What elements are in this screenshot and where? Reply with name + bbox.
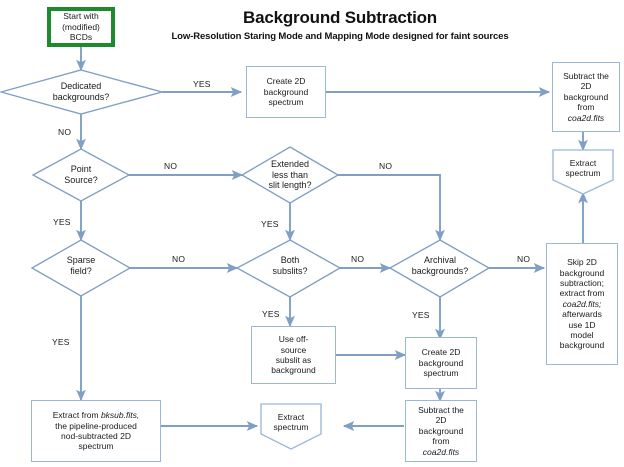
node-use-offsource-subslit-label: Use off- source subslit as background bbox=[271, 334, 316, 376]
node-subtract-2d-bottom[interactable]: Subtract the 2D background from coa2d.fi… bbox=[405, 400, 477, 462]
node-extended-less-than-slit-label: Extended less than slit length? bbox=[268, 158, 312, 191]
node-dedicated-backgrounds[interactable]: Dedicated backgrounds? bbox=[21, 78, 141, 106]
edge-extended-no bbox=[338, 174, 445, 242]
node-sparse-field-label: Sparse field? bbox=[66, 255, 96, 276]
edge-label-extended-no: NO bbox=[379, 161, 393, 171]
edge-label-subslits-yes: YES bbox=[262, 309, 280, 319]
node-subtract-2d-top[interactable]: Subtract the 2D background from coa2d.fi… bbox=[552, 62, 620, 132]
node-extract-bksub[interactable]: Extract from bksub.fits, the pipeline-pr… bbox=[31, 400, 161, 462]
node-create-2d-background-top-label: Create 2D background spectrum bbox=[263, 76, 309, 108]
node-start-label: Start with (modified) BCDs bbox=[62, 11, 100, 43]
node-dedicated-backgrounds-label: Dedicated backgrounds? bbox=[52, 81, 110, 102]
node-extended-less-than-slit[interactable]: Extended less than slit length? bbox=[246, 156, 334, 194]
edge-label-point-yes: YES bbox=[53, 217, 71, 227]
edge-label-sparse-yes: YES bbox=[52, 337, 70, 347]
edge-label-subslits-no: NO bbox=[351, 254, 365, 264]
pentagon-extract-spectrum-bottom bbox=[260, 403, 322, 450]
edge-label-archival-yes: YES bbox=[412, 310, 430, 320]
diamond-archival-backgrounds bbox=[388, 239, 491, 298]
node-create-2d-background-bottom-label: Create 2D background spectrum bbox=[418, 347, 464, 379]
page-subtitle: Low-Resolution Staring Mode and Mapping … bbox=[171, 31, 509, 42]
node-extract-spectrum-top-label: Extract spectrum bbox=[565, 157, 601, 178]
edge-label-point-no: NO bbox=[164, 161, 178, 171]
node-extract-spectrum-top[interactable]: Extract spectrum bbox=[553, 152, 613, 184]
edge-label-sparse-no: NO bbox=[172, 254, 186, 264]
edge-label-dedicated-yes: YES bbox=[193, 79, 211, 89]
node-sparse-field[interactable]: Sparse field? bbox=[41, 252, 121, 280]
node-skip-2d-background-label: Skip 2D background subtraction; extract … bbox=[559, 257, 605, 351]
node-subtract-2d-bottom-label: Subtract the 2D background from coa2d.fi… bbox=[418, 405, 464, 457]
diamond-extended-less-than-slit bbox=[240, 146, 340, 204]
page-title: Background Subtraction bbox=[243, 8, 437, 27]
node-extract-spectrum-bottom[interactable]: Extract spectrum bbox=[261, 406, 321, 438]
edge-label-dedicated-no: NO bbox=[58, 127, 72, 137]
node-create-2d-background-bottom[interactable]: Create 2D background spectrum bbox=[405, 337, 477, 389]
node-archival-backgrounds-label: Archival backgrounds? bbox=[411, 255, 469, 276]
node-skip-2d-background[interactable]: Skip 2D background subtraction; extract … bbox=[546, 243, 618, 365]
edge-label-extended-yes: YES bbox=[261, 219, 279, 229]
node-point-source-label: Point Source? bbox=[64, 164, 98, 185]
node-both-subslits-label: Both subslits? bbox=[272, 255, 308, 276]
pentagon-extract-spectrum-top bbox=[552, 149, 614, 195]
node-archival-backgrounds[interactable]: Archival backgrounds? bbox=[382, 252, 498, 280]
node-create-2d-background-top[interactable]: Create 2D background spectrum bbox=[246, 66, 326, 118]
node-extract-bksub-label: Extract from bksub.fits, the pipeline-pr… bbox=[52, 410, 140, 452]
diamond-dedicated-backgrounds bbox=[0, 69, 165, 115]
node-both-subslits[interactable]: Both subslits? bbox=[250, 252, 330, 280]
node-point-source[interactable]: Point Source? bbox=[41, 161, 121, 189]
diamond-both-subslits bbox=[235, 239, 342, 298]
node-use-offsource-subslit[interactable]: Use off- source subslit as background bbox=[251, 326, 336, 384]
diamond-point-source bbox=[31, 148, 131, 202]
edge-label-archival-no: NO bbox=[517, 254, 531, 264]
diamond-sparse-field bbox=[30, 239, 132, 297]
node-start[interactable]: Start with (modified) BCDs bbox=[47, 7, 115, 47]
node-extract-spectrum-bottom-label: Extract spectrum bbox=[273, 411, 309, 432]
node-subtract-2d-top-label: Subtract the 2D background from coa2d.fi… bbox=[563, 71, 609, 123]
